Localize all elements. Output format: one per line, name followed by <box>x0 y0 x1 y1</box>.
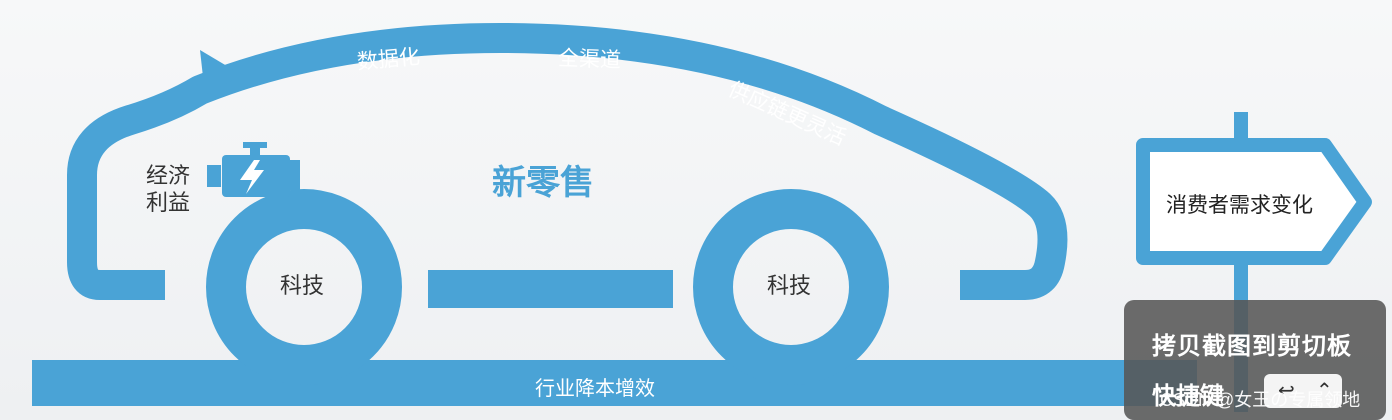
center-title: 新零售 <box>492 164 594 202</box>
arc-label-data: 数据化 <box>356 45 421 74</box>
chassis-bar <box>428 270 673 308</box>
road-bar <box>32 360 1197 406</box>
engine-icon <box>207 142 300 197</box>
control-key-icon: ⌃ <box>1316 380 1333 402</box>
car-body-outline <box>67 23 1068 300</box>
toast-shortcut-label: 快捷键 <box>1152 383 1224 410</box>
return-key-icon: ↩ <box>1278 380 1295 402</box>
arc-label-channel: 全渠道 <box>557 47 622 73</box>
sign-label: 消费者需求变化 <box>1166 194 1313 217</box>
watermark: CSDN @女王の专属领地 <box>1160 390 1361 410</box>
sign-board <box>1136 138 1372 265</box>
engine-label-line2: 利益 <box>146 190 191 215</box>
rear-wheel <box>693 189 889 385</box>
front-wheel <box>206 189 402 385</box>
car-mirror <box>200 50 242 95</box>
copy-toast: 拷贝截图到剪切板 快捷键 ↩ ⌃ <box>1124 300 1386 420</box>
engine-label-line1: 经济 <box>146 163 191 188</box>
shortcut-key[interactable]: ↩ ⌃ <box>1264 374 1342 408</box>
toast-title: 拷贝截图到剪切板 <box>1152 333 1352 360</box>
rear-wheel-label: 科技 <box>767 273 812 298</box>
road-label: 行业降本增效 <box>535 378 655 400</box>
front-wheel-label: 科技 <box>280 273 325 298</box>
